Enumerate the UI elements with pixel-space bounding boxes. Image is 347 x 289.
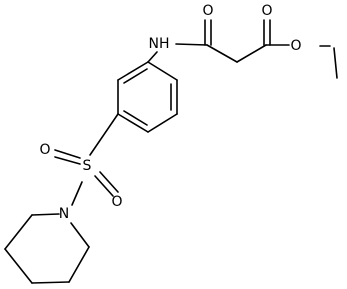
benzene-ring xyxy=(117,61,178,133)
chain-bond xyxy=(206,44,238,63)
ring-bond xyxy=(147,113,178,133)
amide-nh-label: NH xyxy=(149,36,170,52)
amide-oxygen-label: O xyxy=(202,3,213,19)
sulfur-label: S xyxy=(83,158,92,174)
ring-double-bond xyxy=(123,68,148,84)
methyl-bond xyxy=(333,47,338,79)
chain-bond xyxy=(236,44,267,63)
ester-ether-oxygen-label: O xyxy=(290,38,301,54)
atom-labels: NH O O O S O O N xyxy=(39,3,301,222)
sulfonyl-oxygen-right-label: O xyxy=(111,194,122,210)
succinamate-chain xyxy=(147,19,338,79)
piperidine-bond xyxy=(68,246,90,283)
nh-carbonyl-bond xyxy=(175,43,208,46)
piperidine-nitrogen-label: N xyxy=(59,206,69,222)
piperidine-bond xyxy=(70,222,90,248)
ester-carbonyl-oxygen-label: O xyxy=(261,3,272,19)
ring-bond xyxy=(117,61,149,81)
sulfonyl-piperidine xyxy=(4,113,119,284)
sulfonyl-oxygen-left-label: O xyxy=(39,142,50,158)
piperidine-bond xyxy=(31,213,60,216)
s-n-bond xyxy=(71,181,83,206)
s-o-double-bond xyxy=(54,149,81,159)
piperidine-bond xyxy=(4,248,33,284)
piperidine-bond xyxy=(4,214,33,250)
ring-bond xyxy=(147,61,178,81)
s-o-double-bond xyxy=(54,156,81,165)
aryl-nh-bond xyxy=(147,51,158,63)
ring-bond xyxy=(117,113,149,133)
aryl-s-bond xyxy=(89,113,119,156)
s-o-double-bond xyxy=(99,171,119,193)
ring-double-bond xyxy=(123,110,148,126)
piperidine-bond xyxy=(31,281,70,284)
s-o-double-bond xyxy=(94,175,114,197)
